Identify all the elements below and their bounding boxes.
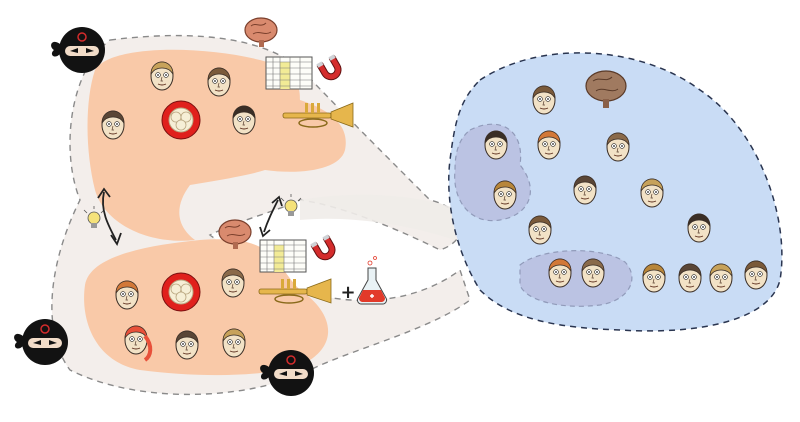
ninja-icon [260,350,314,396]
brain-icon [585,70,627,108]
person-head-icon [207,67,231,97]
spreadsheet-icon [259,239,307,273]
person-head-icon [150,61,174,91]
person-head-icon [124,325,153,362]
person-head-icon [573,175,597,205]
lightbulb-icon [83,206,105,228]
person-head-icon [678,263,702,293]
ninja-icon [51,27,105,73]
brain-icon [218,219,252,249]
top-team-blob [87,49,346,241]
person-head-icon [493,180,517,210]
magnet-icon [316,54,342,81]
person-head-icon [687,213,711,243]
top-team-centerpiece [161,100,201,140]
person-head-icon [484,130,508,160]
trumpet-icon [282,102,354,128]
people-heads [101,61,768,362]
person-head-icon [548,258,572,288]
person-head-icon [115,280,139,310]
person-head-icon [709,263,733,293]
person-head-icon [222,328,246,358]
person-head-icon [537,130,561,160]
plus-symbol: + [340,282,355,303]
person-head-icon [532,85,556,115]
person-head-icon [606,132,630,162]
crowd-subgroup-bottom [519,250,633,307]
flask-icon [356,256,388,305]
trumpet-icon [258,278,332,304]
person-head-icon [101,110,125,140]
lightbulb-icon [280,194,302,216]
person-head-icon [744,260,768,290]
spreadsheet-icon [265,56,313,90]
bottom-team-centerpiece [161,272,201,312]
person-head-icon [175,330,199,360]
person-head-icon [221,268,245,298]
person-head-icon [640,178,664,208]
brain-icon [244,17,278,47]
ninja-group [14,27,314,396]
bidirectional-arrow-icon [97,187,122,246]
person-head-icon [232,105,256,135]
bidirectional-arrow-icon [259,195,283,238]
ninja-icon [14,319,68,365]
person-head-icon [642,263,666,293]
connector-band [300,194,460,240]
person-head-icon [581,258,605,288]
person-head-icon [528,215,552,245]
magnet-icon [310,234,336,261]
